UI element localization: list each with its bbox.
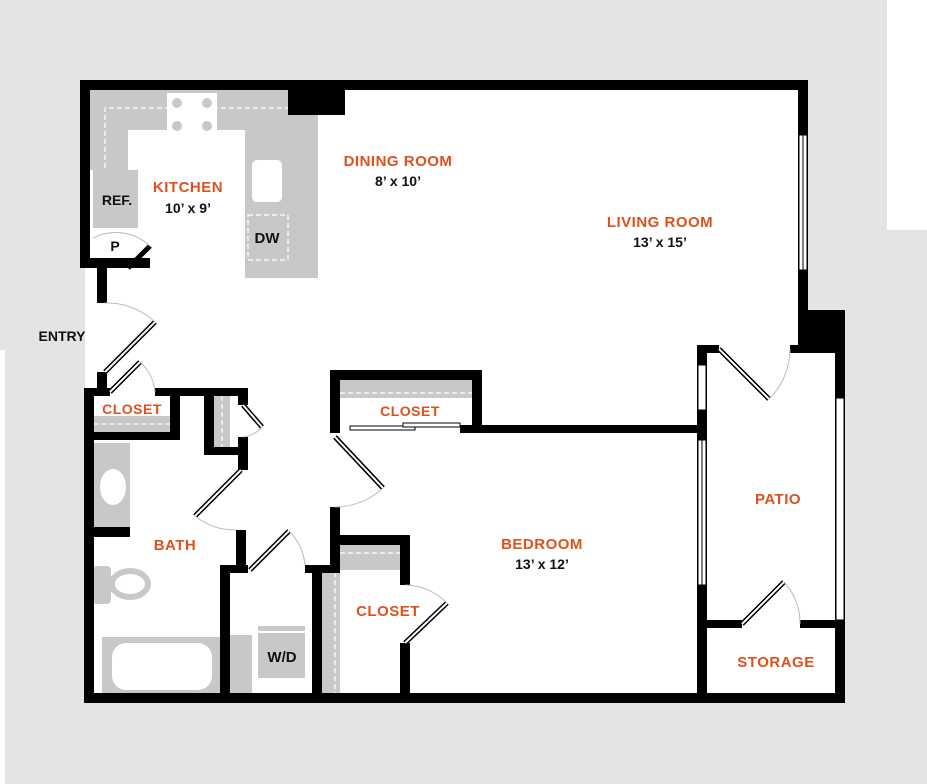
living-room-label: LIVING ROOM [607, 214, 713, 231]
entry-closet-door [108, 360, 156, 394]
kitchen-size: 10’ x 9’ [165, 200, 211, 216]
bath-label: BATH [154, 537, 197, 554]
sink-icon [252, 160, 282, 202]
patio-label: PATIO [755, 491, 801, 508]
bath-fixtures [93, 443, 220, 694]
entry-closet-label: CLOSET [102, 401, 162, 417]
dining-room-label: DINING ROOM [344, 153, 453, 170]
pantry-label: P [110, 238, 119, 254]
entry-door [103, 302, 157, 374]
hall-closet-label: CLOSET [380, 403, 440, 419]
toilet-icon [93, 566, 111, 604]
background-cutout [887, 0, 927, 230]
refrigerator-label: REF. [102, 192, 132, 208]
dishwasher-icon [247, 214, 289, 261]
linen-closet-door [241, 403, 264, 438]
bath-door [193, 468, 243, 531]
living-room-size: 13’ x 15’ [633, 234, 687, 250]
doors[interactable] [92, 232, 801, 645]
washer-dryer-icon [258, 626, 305, 631]
laundry-door [248, 529, 306, 572]
pantry-door [92, 232, 152, 270]
kitchen-label: KITCHEN [153, 179, 223, 196]
bedroom-closet-door [403, 584, 449, 645]
closet-shelves [93, 380, 472, 694]
background-cutout [0, 350, 5, 784]
patio-door [717, 347, 791, 401]
dining-room-size: 8’ x 10’ [375, 173, 421, 189]
refrigerator-icon [93, 170, 138, 228]
dishwasher-label: DW [255, 230, 281, 247]
bedroom-door [333, 435, 385, 508]
bedroom-size: 13’ x 12’ [515, 556, 569, 572]
kitchen-counters [90, 90, 318, 278]
storage-label: STORAGE [737, 654, 814, 671]
storage-door [740, 580, 801, 626]
washer-dryer-label: W/D [267, 649, 296, 666]
bedroom-closet-label: CLOSET [356, 603, 420, 620]
closet-sliding-door [349, 422, 461, 431]
windows [697, 134, 845, 621]
bath-sink-icon [100, 469, 126, 505]
entry-label: ENTRY [39, 328, 87, 344]
bedroom-label: BEDROOM [501, 536, 583, 553]
